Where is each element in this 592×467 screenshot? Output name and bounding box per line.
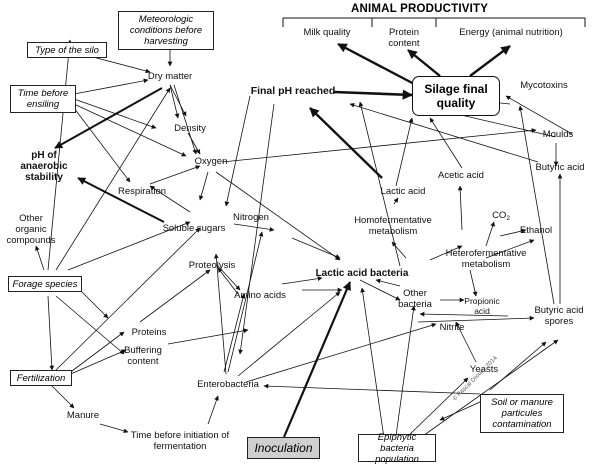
inoculation-box: Inoculation xyxy=(247,437,320,459)
forage-species-box: Forage species xyxy=(8,276,82,292)
butyric-acid-label: Butyric acid xyxy=(535,162,585,173)
yeasts-label: Yeasts xyxy=(469,364,499,375)
outcome-protein-content: Protein content xyxy=(388,27,420,49)
respiration-label: Respiration xyxy=(117,186,167,197)
arrow-dm-ph xyxy=(54,87,163,149)
moulds-label: Moulds xyxy=(542,129,574,140)
soluble-sugars-label: Soluble sugars xyxy=(162,223,226,234)
epiphytic-bacteria-box: Epiphytic bacteria population xyxy=(358,432,436,465)
proteins-label: Proteins xyxy=(131,327,167,338)
arrow-quality-milk xyxy=(337,42,419,88)
lactic-acid-label: Lactic acid xyxy=(380,186,426,197)
arrow-inoculation-lab xyxy=(282,281,352,438)
arrow-lab-finalph xyxy=(309,107,383,179)
proteolysis-label: Proteolysis xyxy=(188,260,236,271)
arrow-quality-energy xyxy=(469,45,511,77)
co2-base: CO xyxy=(492,210,507,221)
lactic-acid-bacteria-label: Lactic acid bacteria xyxy=(315,268,409,279)
silo-type-box: Type of the silo xyxy=(27,42,107,58)
oxygen-label: Oxygen xyxy=(194,156,228,167)
fertilization-box: Fertilization xyxy=(10,370,72,386)
meteo-box: Meteorologic conditions before harvestin… xyxy=(118,11,214,50)
mycotoxins-label: Mycotoxins xyxy=(520,80,568,91)
arrow-finalph-quality xyxy=(333,89,414,100)
butyric-acid-spores-label: Butyric acid spores xyxy=(534,305,584,327)
density-label: Density xyxy=(174,123,206,134)
propionic-acid-label: Propionic acid xyxy=(464,296,500,316)
homofermentative-label: Homofermentative metabolism xyxy=(354,215,432,237)
nitrogen-label: Nitrogen xyxy=(233,212,269,223)
acetic-acid-label: Acetic acid xyxy=(438,170,484,181)
arrow-sugars-ph xyxy=(77,177,165,223)
time-before-ensiling-box: Time before ensiling xyxy=(10,85,76,113)
time-before-fermentation-label: Time before initiation of fermentation xyxy=(130,430,230,452)
outcome-milk-quality: Milk quality xyxy=(303,27,351,38)
ethanol-label: Ethanol xyxy=(519,225,553,236)
co2-label: CO2 xyxy=(488,210,514,224)
enterobacteria-label: Enterobacteria xyxy=(197,379,259,390)
ph-anaerobic-stability-label: pH of anaerobic stability xyxy=(20,150,68,183)
heterofermentative-label: Heterofermentative metabolism xyxy=(445,248,527,270)
outcome-energy: Energy (animal nutrition) xyxy=(459,27,563,38)
diagram-arrows xyxy=(35,39,573,439)
nitrite-label: Nitrite xyxy=(439,322,465,333)
arrow-quality-protein xyxy=(407,49,441,77)
final-ph-label: Final pH reached xyxy=(250,85,336,97)
buffering-content-label: Buffering content xyxy=(124,345,162,367)
header-bracket xyxy=(282,17,586,27)
co2-subscript: 2 xyxy=(506,215,510,222)
soil-contamination-box: Soil or manure particules contamination xyxy=(480,394,564,433)
other-organic-compounds-label: Other organic compounds xyxy=(6,213,56,246)
amino-acids-label: Amino acids xyxy=(234,290,286,301)
silage-final-quality-box: Silage final quality xyxy=(412,76,500,116)
animal-productivity-title: ANIMAL PRODUCTIVITY xyxy=(351,3,489,15)
dry-matter-label: Dry matter xyxy=(147,71,193,82)
manure-label: Manure xyxy=(66,410,100,421)
other-bacteria-label: Other bacteria xyxy=(398,288,432,310)
